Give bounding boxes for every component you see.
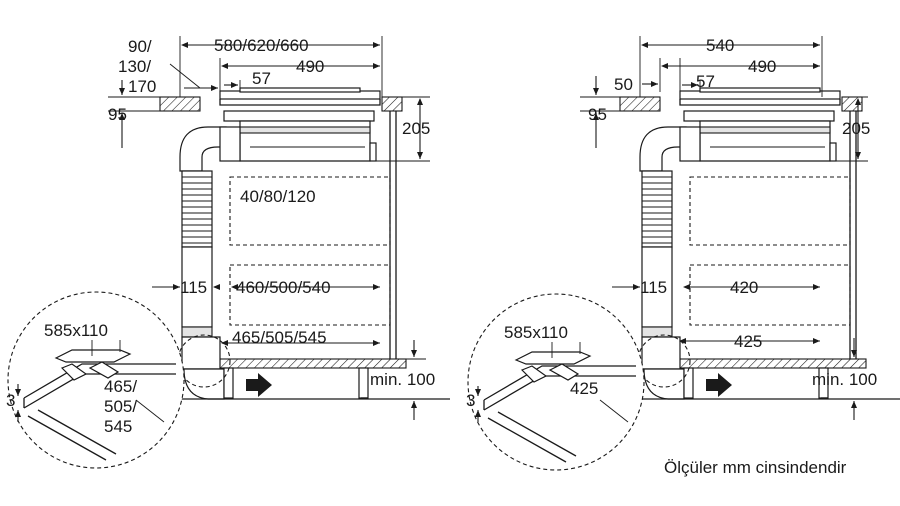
dim-base-depth-r: 425 — [734, 332, 762, 351]
detail-depth-1: 465/ — [104, 377, 137, 396]
dim-clearance-r: min. 100 — [812, 370, 877, 389]
dim-panel-thickness-r: 95 — [588, 105, 607, 124]
detail-depth-2: 505/ — [104, 397, 137, 416]
dim-top-width-r: 540 — [706, 36, 734, 55]
detail-height-r: 3 — [466, 391, 475, 410]
detail-height: 3 — [6, 391, 15, 410]
dim-depth-r: 205 — [842, 119, 870, 138]
dim-offset-3: 170 — [128, 77, 156, 96]
dim-panel-thickness: 95 — [108, 105, 127, 124]
units-note: Ölçüler mm cinsindendir — [664, 458, 847, 477]
dim-edge-r: 57 — [696, 72, 715, 91]
dim-offset-2: 130/ — [118, 57, 151, 76]
detail-slot-size-r: 585x110 — [504, 323, 568, 342]
dim-inner-depth-r: 420 — [730, 278, 758, 297]
right-dimensions: 540 50 490 57 95 205 115 420 425 — [580, 36, 877, 420]
dim-edge: 57 — [252, 69, 271, 88]
detail-depth-r: 425 — [570, 379, 598, 398]
dim-gap: 40/80/120 — [240, 187, 316, 206]
dim-top-width: 580/620/660 — [214, 36, 309, 55]
dim-duct-width-r: 115 — [640, 278, 667, 297]
dim-offset-r: 50 — [614, 75, 633, 94]
detail-depth-3: 545 — [104, 417, 132, 436]
dim-cutout-width-r: 490 — [748, 57, 776, 76]
right-detail: 585x110 3 425 — [466, 293, 645, 471]
dim-base-depth: 465/505/545 — [232, 328, 327, 347]
dim-clearance: min. 100 — [370, 370, 435, 389]
left-dimensions: 580/620/660 90/ 130/ 170 490 57 95 205 4… — [108, 36, 435, 420]
dim-inner-depth: 460/500/540 — [236, 278, 331, 297]
dim-duct-width: 115 — [180, 278, 207, 297]
left-detail: 585x110 3 465/ 505/ 545 — [6, 291, 185, 469]
dim-cutout-width: 490 — [296, 57, 324, 76]
dim-offset-1: 90/ — [128, 37, 152, 56]
dim-depth: 205 — [402, 119, 430, 138]
detail-slot-size: 585x110 — [44, 321, 108, 340]
